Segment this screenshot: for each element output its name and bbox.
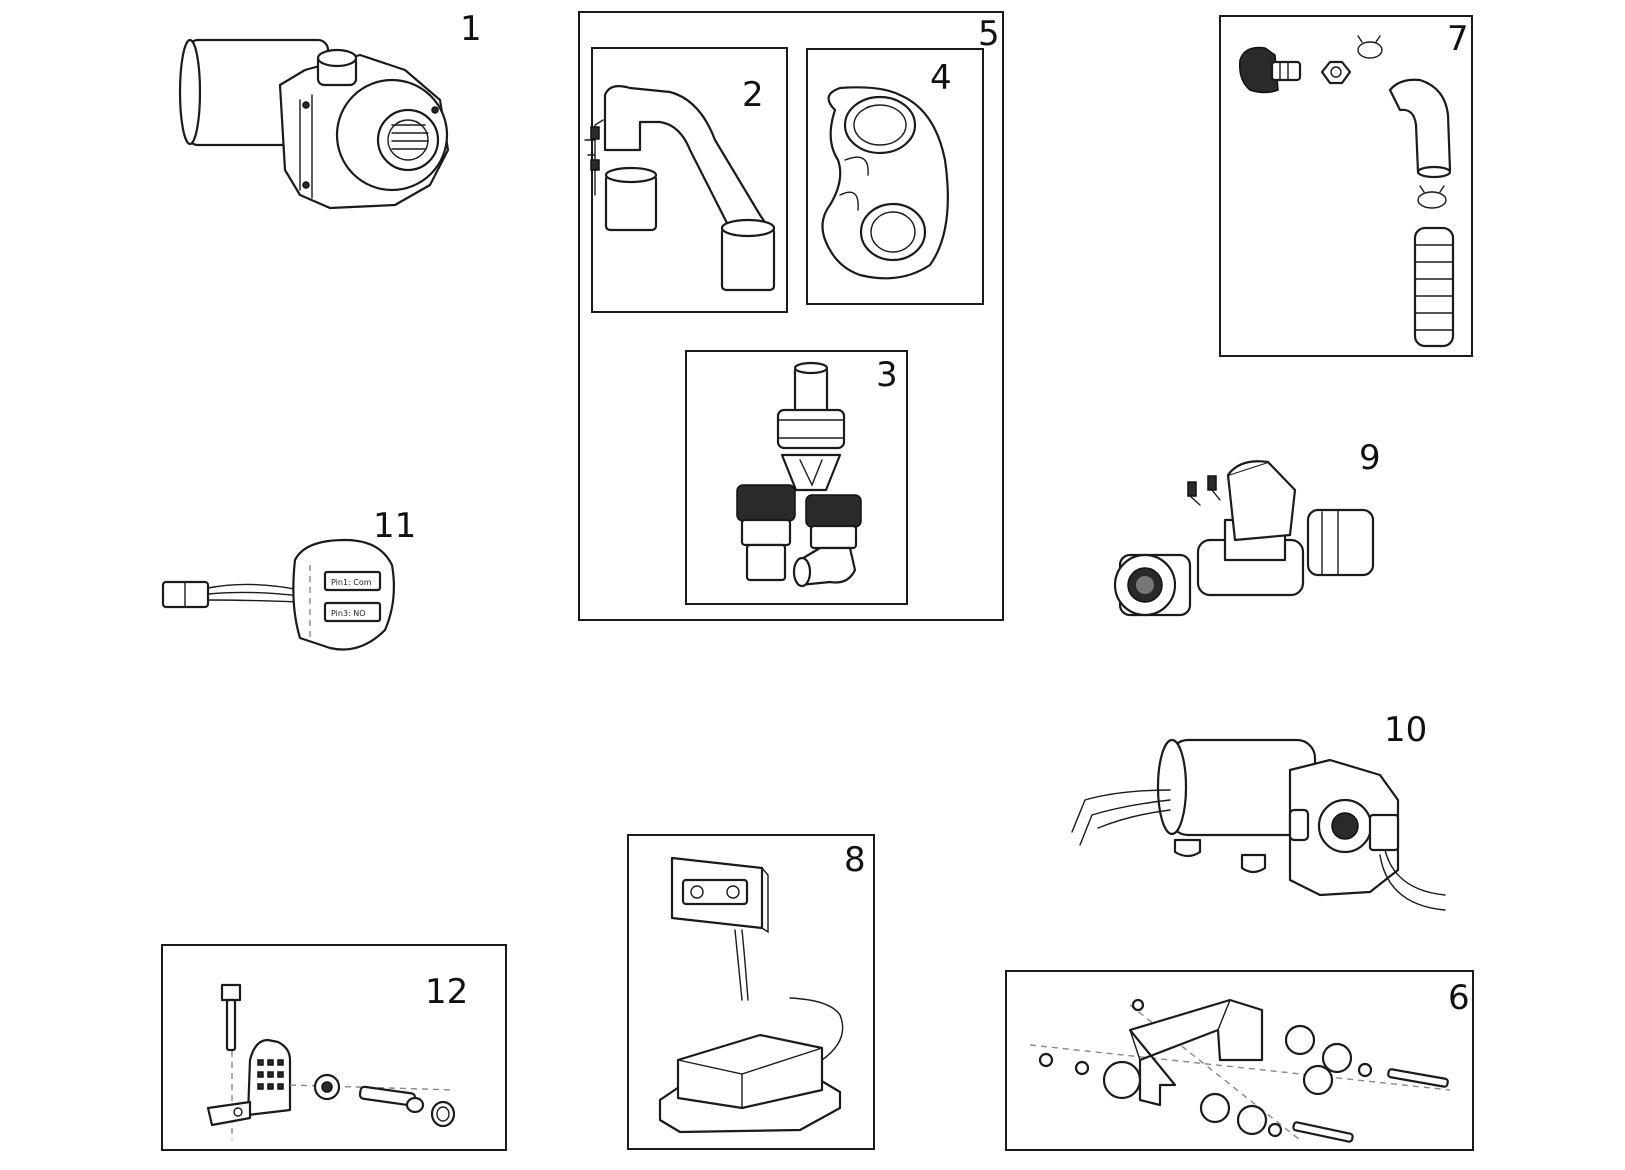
bracket-slots: [257, 1059, 284, 1090]
part-number-12: 12: [425, 972, 469, 1012]
solenoid-valve-illustration: [1113, 460, 1375, 617]
frame-part-7: [1219, 15, 1473, 357]
part-number-11: 11: [373, 506, 417, 546]
frame-part-3: [685, 350, 908, 605]
pin1-label: Pin1: Com: [331, 578, 372, 587]
frame-part-2: [591, 47, 788, 313]
frame-part-12: [161, 944, 507, 1151]
part-number-10: 10: [1384, 710, 1428, 750]
pump-head-illustration: [178, 38, 450, 210]
float-switch-illustration: Pin1: Com Pin3: NO: [161, 538, 395, 651]
part-number-9: 9: [1359, 438, 1381, 478]
part-number-1: 1: [460, 9, 482, 49]
check-valve-illustration: [736, 361, 862, 588]
part-number-7: 7: [1447, 19, 1469, 59]
part-number-8: 8: [844, 840, 866, 880]
part-number-2: 2: [742, 75, 764, 115]
flush-pump-illustration: [1071, 738, 1446, 911]
rubber-duct-illustration: [821, 86, 949, 280]
frame-part-8: [627, 834, 875, 1150]
frame-part-4: [806, 48, 984, 305]
part-number-3: 3: [876, 355, 898, 395]
motor-bracket-illustration: [1029, 998, 1451, 1143]
frame-part-6: [1005, 970, 1474, 1151]
part-number-4: 4: [930, 58, 952, 98]
bracket-kit-illustration: [206, 983, 456, 1140]
frame-kit-5: [578, 11, 1004, 621]
part-number-6: 6: [1448, 978, 1470, 1018]
thru-hull-kit-illustration: [1238, 35, 1455, 348]
elbow-hose-illustration: [584, 85, 776, 292]
pin3-label: Pin3: NO: [331, 609, 366, 618]
control-panel-illustration: [658, 856, 844, 1134]
part-number-5: 5: [978, 14, 1000, 54]
